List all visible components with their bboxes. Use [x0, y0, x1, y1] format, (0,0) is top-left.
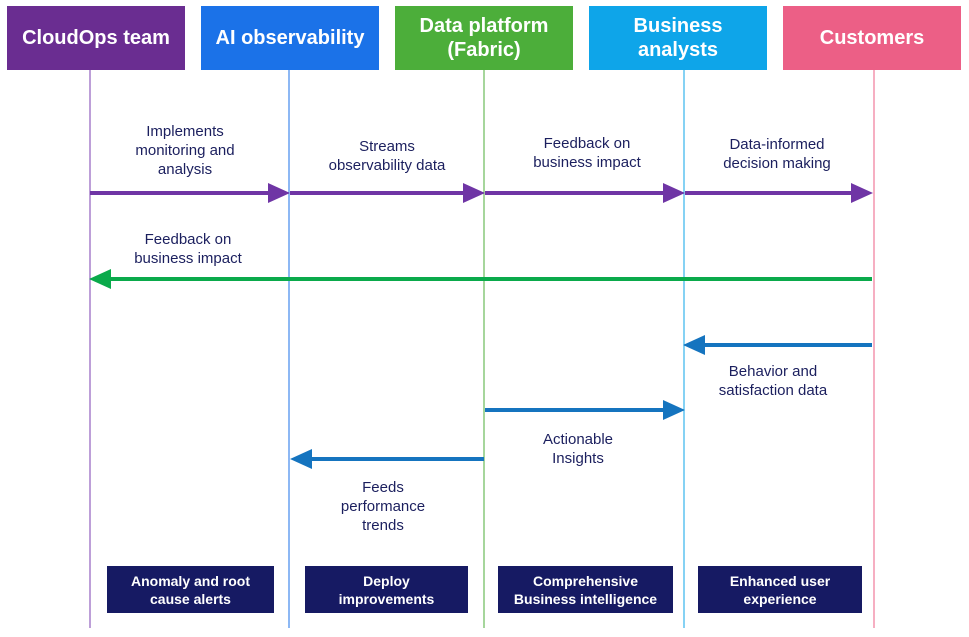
arrow-customers-to-cloudops [89, 269, 872, 289]
arrow-data-platform-to-analysts-insights [485, 400, 685, 420]
arrow-data-platform-to-ai [290, 449, 484, 469]
outcome-business-intelligence: Comprehensive Business intelligence [498, 566, 673, 613]
outcome-enhanced-ux: Enhanced user experience [698, 566, 862, 613]
flow-label-feedback-to-cloudops: Feedback on business impact [134, 231, 242, 267]
arrow-ai-to-data-platform [290, 183, 485, 203]
flow-label-feeds-performance: Feeds performance trends [340, 479, 426, 534]
arrow-customers-to-analysts [683, 335, 872, 355]
header-ai-observability-label: AI observability [215, 27, 365, 49]
outcome-deploy-improvements-label: Deploy improvements [338, 572, 435, 607]
flow-label-streams-observability: Streams observability data [328, 138, 446, 174]
header-cloudops-team: CloudOps team [7, 6, 185, 70]
header-ai-observability: AI observability [201, 6, 379, 70]
arrow-data-platform-to-analysts [485, 183, 685, 203]
flow-label-data-informed-decisions: Data-informed decision making [723, 136, 831, 172]
outcome-business-intelligence-label: Comprehensive Business intelligence [513, 572, 658, 607]
outcome-deploy-improvements: Deploy improvements [305, 566, 468, 613]
flow-label-implements-monitoring: Implements monitoring and analysis [135, 123, 235, 178]
header-customers-label: Customers [819, 27, 925, 49]
outcome-anomaly-alerts-label: Anomaly and root cause alerts [130, 572, 250, 607]
flow-label-actionable-insights: Actionable Insights [542, 431, 614, 467]
header-customers: Customers [783, 6, 961, 70]
header-business-analysts: Business analysts [589, 6, 767, 70]
arrow-analysts-to-customers [685, 183, 873, 203]
outcome-enhanced-ux-label: Enhanced user experience [729, 572, 831, 607]
arrow-cloudops-to-ai [90, 183, 290, 203]
outcome-anomaly-alerts: Anomaly and root cause alerts [107, 566, 274, 613]
header-data-platform: Data platform (Fabric) [395, 6, 573, 70]
flow-label-feedback-business-impact: Feedback on business impact [533, 135, 641, 171]
flow-label-behavior-satisfaction: Behavior and satisfaction data [718, 363, 828, 399]
header-cloudops-team-label: CloudOps team [22, 27, 170, 49]
header-data-platform-label: Data platform (Fabric) [419, 15, 549, 61]
header-business-analysts-label: Business analysts [633, 15, 723, 61]
